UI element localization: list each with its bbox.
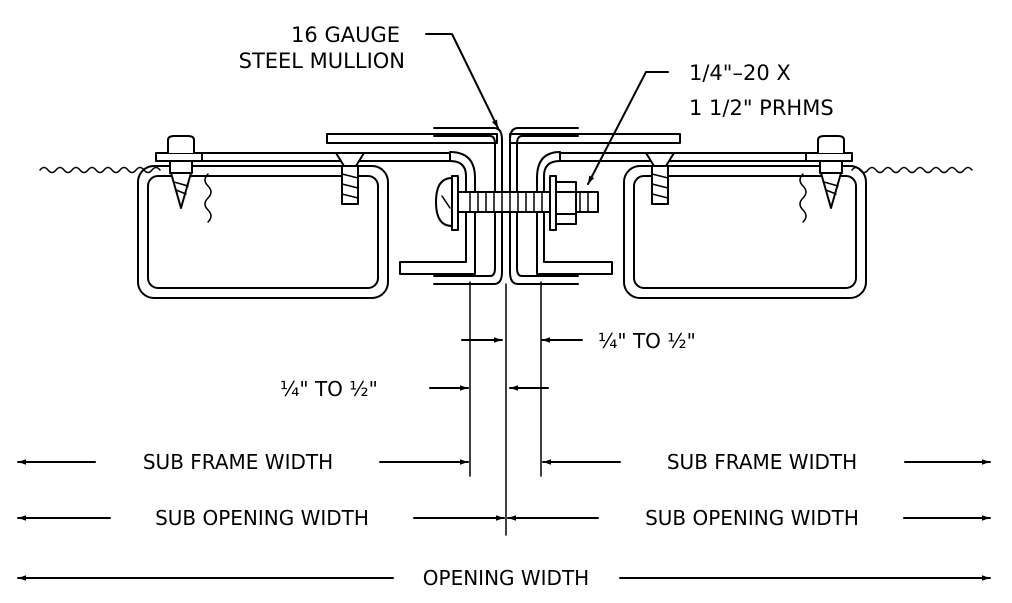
left-flat-head-screw <box>335 152 365 205</box>
anchor-channels <box>399 151 613 275</box>
wall-break-lines <box>204 173 807 223</box>
right-flat-head-screw <box>645 152 675 205</box>
opening-width-label: OPENING WIDTH <box>423 566 589 590</box>
opening-width-dimension: OPENING WIDTH <box>17 566 991 590</box>
sub-opening-width-dimension: SUB OPENING WIDTH SUB OPENING WIDTH <box>17 506 991 530</box>
gap-label-lower: ¼" TO ½" <box>280 377 378 401</box>
right-subframe-tube <box>623 165 867 299</box>
bolt-assembly <box>435 175 599 231</box>
mullion-leader-arrow <box>425 33 499 129</box>
left-subframe-tube <box>137 165 389 299</box>
top-plates <box>159 133 851 162</box>
wall-surface-left <box>39 166 161 174</box>
sub-opening-width-label-left: SUB OPENING WIDTH <box>155 506 369 530</box>
mullion-callout: 16 GAUGE STEEL MULLION <box>239 23 499 129</box>
sub-frame-width-dimension: SUB FRAME WIDTH SUB FRAME WIDTH <box>17 450 991 474</box>
wall-surface-right <box>851 166 973 174</box>
extension-lines <box>469 281 542 536</box>
screw-label-line1: 1/4"–20 X <box>689 61 791 85</box>
sub-frame-width-label-right: SUB FRAME WIDTH <box>667 450 857 474</box>
left-anchor-fastener <box>155 135 203 209</box>
gap-label-upper: ¼" TO ½" <box>598 329 696 353</box>
gap-dimension-upper: ¼" TO ½" <box>461 329 696 353</box>
sub-opening-width-label-right: SUB OPENING WIDTH <box>645 506 859 530</box>
sub-frame-width-label-left: SUB FRAME WIDTH <box>143 450 333 474</box>
gap-dimension-lower: ¼" TO ½" <box>280 377 549 401</box>
screw-callout: 1/4"–20 X 1 1/2" PRHMS <box>587 61 834 185</box>
mullion-label-line1: 16 GAUGE <box>291 23 400 47</box>
mullion-label-line2: STEEL MULLION <box>239 49 405 73</box>
screw-leader-arrow <box>587 71 669 185</box>
screw-label-line2: 1 1/2" PRHMS <box>689 96 834 120</box>
right-anchor-fastener <box>805 135 853 209</box>
